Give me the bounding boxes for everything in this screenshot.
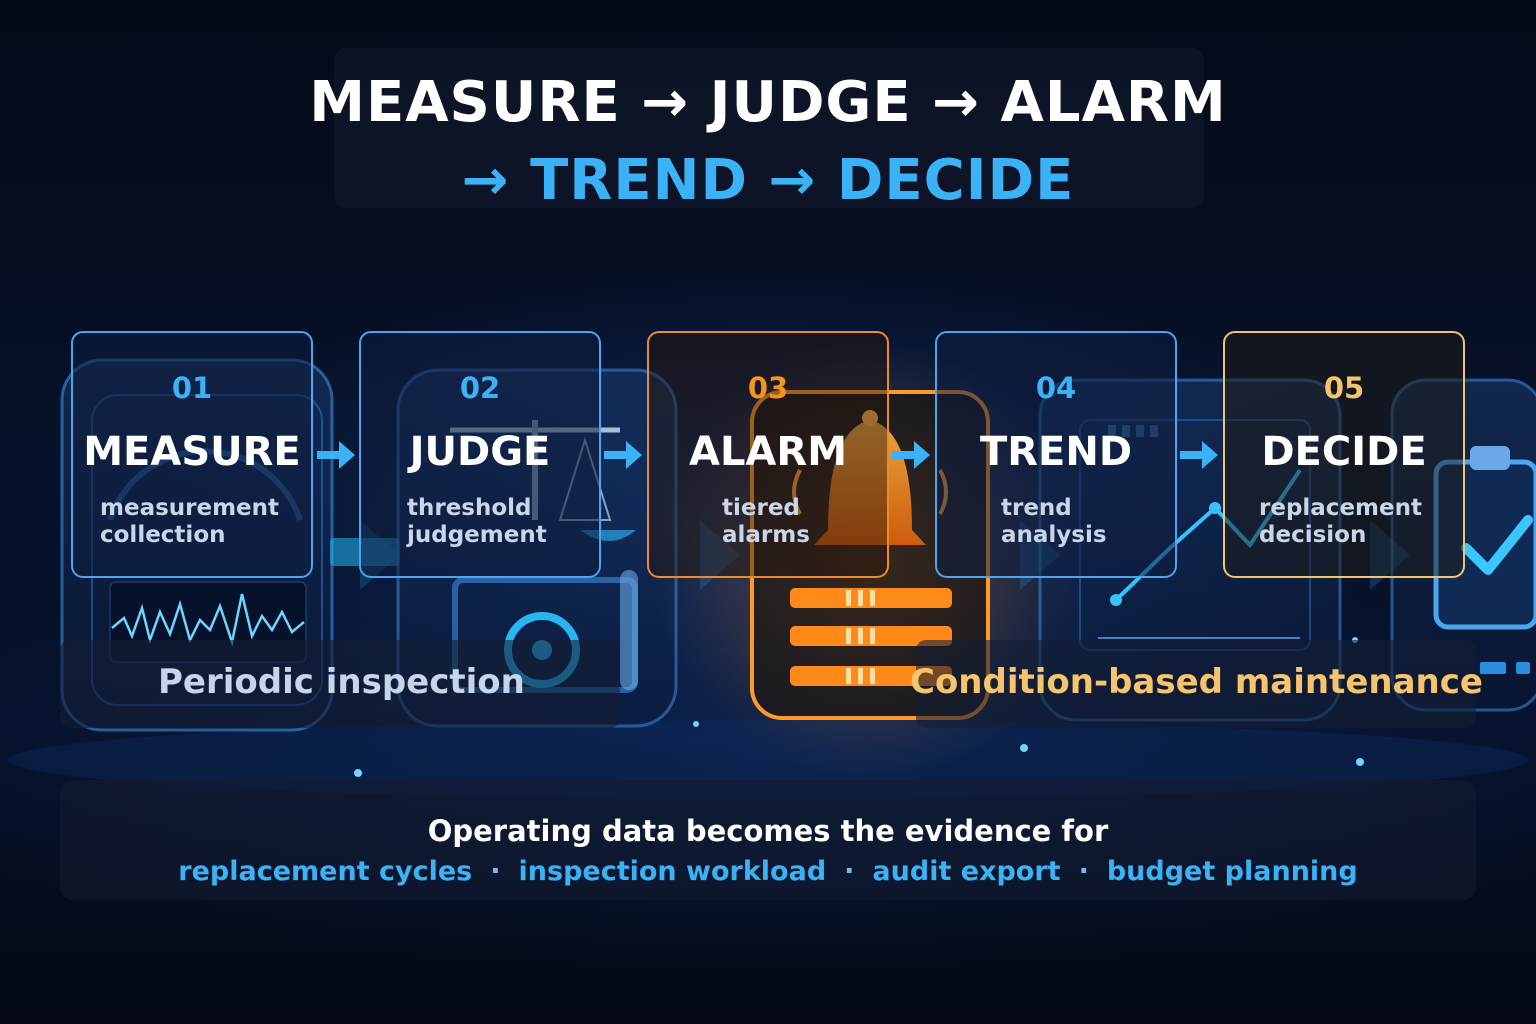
- step-title: ALARM: [688, 429, 847, 475]
- flow-arrow-icon: [1180, 441, 1218, 469]
- step-title: DECIDE: [1261, 429, 1427, 475]
- footer-items: replacement cycles · inspection workload · a…: [0, 856, 1536, 887]
- footer-separator: ·: [844, 856, 855, 887]
- title-line-2: → TREND → DECIDE: [461, 148, 1075, 213]
- periodic-label-band: [60, 640, 620, 728]
- footer-item: budget planning: [1106, 856, 1358, 887]
- step-title: JUDGE: [409, 429, 551, 475]
- footer-item: inspection workload: [518, 856, 827, 887]
- step-number: 04: [1035, 371, 1077, 405]
- footer-item: audit export: [872, 856, 1061, 887]
- flow-arrow-icon: [892, 441, 930, 469]
- periodic-inspection-label: Periodic inspection: [158, 662, 525, 702]
- flow-arrow-icon: [317, 441, 355, 469]
- footer-panel: [60, 780, 1476, 900]
- step-title: TREND: [979, 429, 1133, 475]
- footer-item: replacement cycles: [178, 856, 473, 887]
- title-panel: [334, 48, 1204, 208]
- cbm-label-band: [916, 640, 1476, 728]
- step-number: 02: [459, 371, 501, 405]
- step-number: 01: [171, 371, 213, 405]
- flow-arrow-icon: [604, 441, 642, 469]
- step-number: 05: [1323, 371, 1365, 405]
- step-title: MEASURE: [83, 429, 301, 475]
- footer-heading: Operating data becomes the evidence for: [427, 814, 1109, 848]
- footer-separator: ·: [1078, 856, 1089, 887]
- step-number: 03: [747, 371, 789, 405]
- footer-separator: ·: [490, 856, 501, 887]
- condition-based-label: Condition-based maintenance: [910, 662, 1483, 702]
- title-line-1: MEASURE → JUDGE → ALARM: [309, 70, 1227, 135]
